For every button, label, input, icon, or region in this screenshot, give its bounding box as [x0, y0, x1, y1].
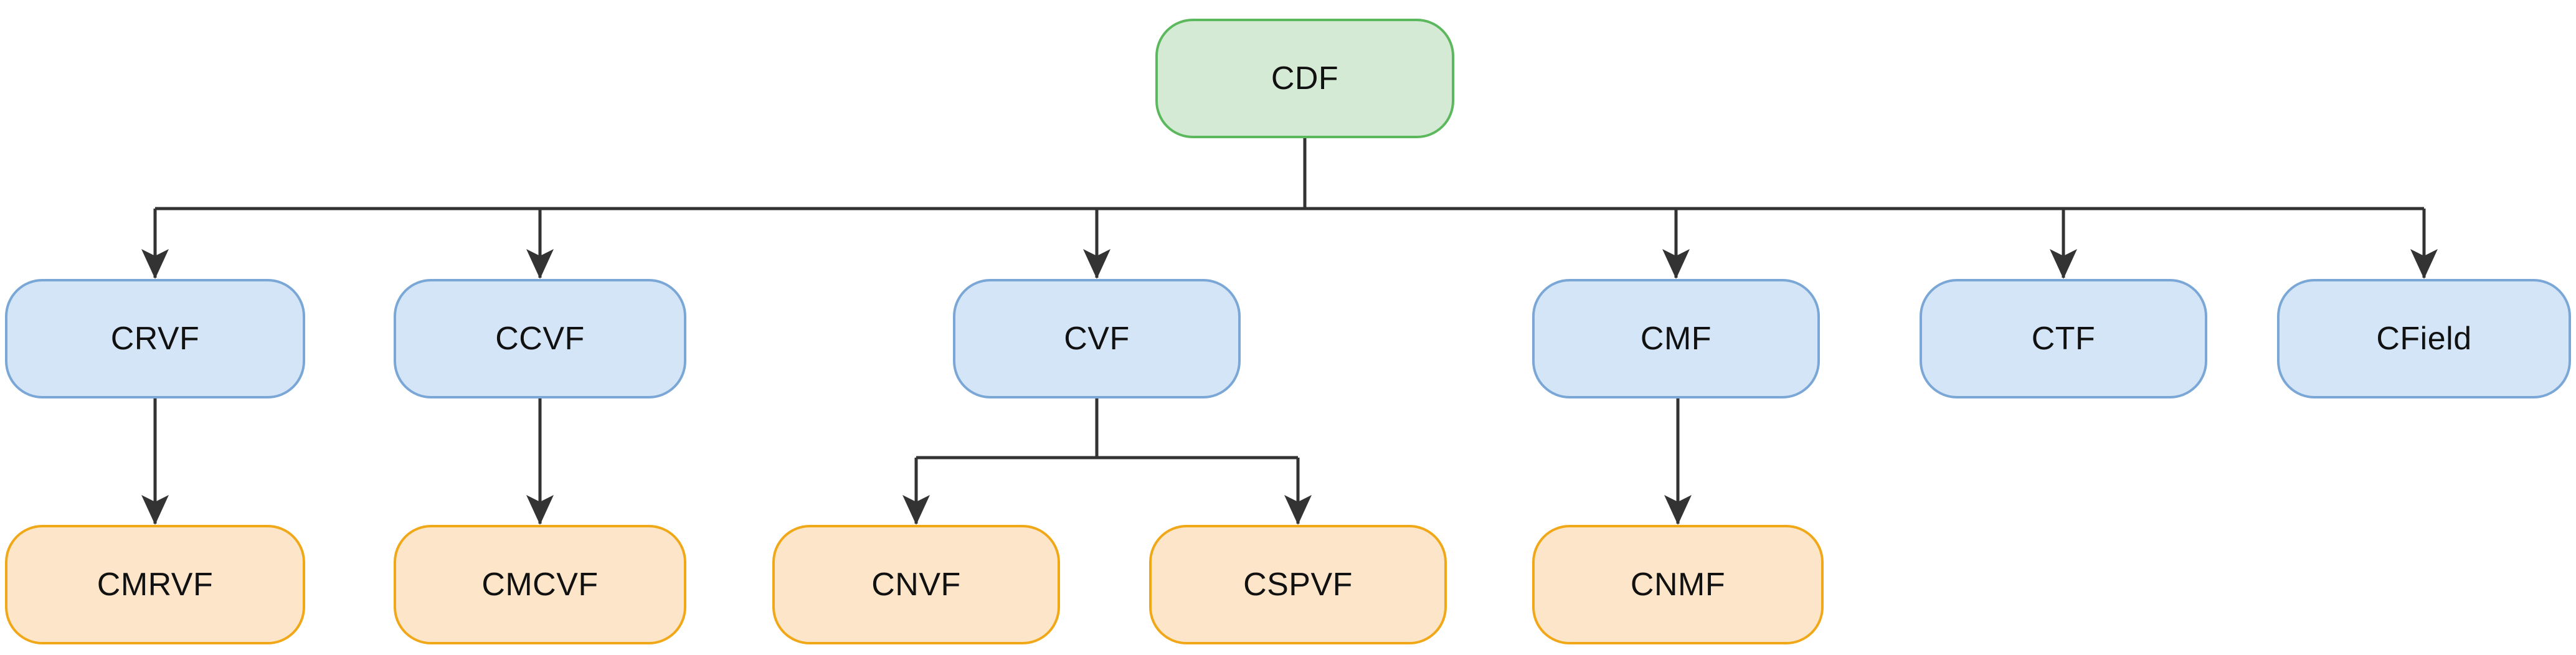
node-cspvf[interactable]: CSPVF	[1149, 525, 1447, 644]
node-cnmf-label: CNMF	[1630, 567, 1726, 603]
node-crvf-label: CRVF	[110, 321, 200, 357]
node-cmcvf-label: CMCVF	[481, 567, 599, 603]
node-ctf-label: CTF	[2031, 321, 2096, 357]
node-ctf[interactable]: CTF	[1920, 279, 2207, 398]
node-cdf-label: CDF	[1271, 60, 1339, 97]
node-cmrvf-label: CMRVF	[97, 567, 214, 603]
node-cfield[interactable]: CField	[2277, 279, 2571, 398]
node-cmcvf[interactable]: CMCVF	[394, 525, 686, 644]
node-cspvf-label: CSPVF	[1243, 567, 1353, 603]
node-cfield-label: CField	[2376, 321, 2472, 357]
node-cmf-label: CMF	[1640, 321, 1712, 357]
node-cmrvf[interactable]: CMRVF	[5, 525, 305, 644]
node-cvf-label: CVF	[1064, 321, 1130, 357]
node-cvf[interactable]: CVF	[953, 279, 1241, 398]
node-cdf[interactable]: CDF	[1155, 19, 1454, 138]
node-crvf[interactable]: CRVF	[5, 279, 305, 398]
node-ccvf-label: CCVF	[495, 321, 585, 357]
node-cmf[interactable]: CMF	[1532, 279, 1820, 398]
node-ccvf[interactable]: CCVF	[394, 279, 686, 398]
node-cnvf-label: CNVF	[871, 567, 961, 603]
node-cnvf[interactable]: CNVF	[772, 525, 1060, 644]
node-cnmf[interactable]: CNMF	[1532, 525, 1824, 644]
